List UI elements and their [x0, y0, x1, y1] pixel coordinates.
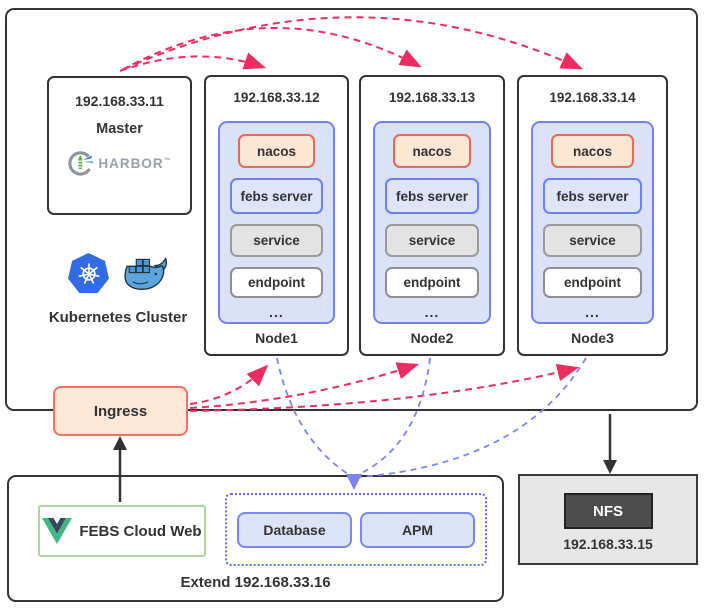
nacos-box: nacos: [551, 134, 634, 168]
febs-server-box: febs server: [543, 178, 642, 214]
harbor-icon: [68, 151, 94, 176]
febs-server-box: febs server: [230, 178, 323, 214]
kubernetes-icon: [68, 253, 109, 293]
extend-box: FEBS Cloud Web Database APM Extend 192.1…: [7, 475, 504, 602]
nacos-box: nacos: [238, 134, 315, 168]
docker-icon: [123, 257, 167, 291]
service-box: service: [543, 224, 642, 257]
apm-box: APM: [360, 511, 475, 548]
nfs-box: NFS 192.168.33.15: [518, 474, 698, 565]
service-box: service: [230, 224, 323, 257]
pod-group: nacos febs server service endpoint ...: [218, 121, 335, 324]
endpoint-box: endpoint: [230, 267, 323, 298]
harbor-wordmark: HARBOR™: [98, 156, 172, 171]
node-box-2: 192.168.33.13 nacos febs server service …: [359, 75, 505, 356]
endpoint-box: endpoint: [543, 267, 642, 298]
cluster-to-nfs-arrowhead: [603, 460, 617, 474]
node-ip: 192.168.33.13: [388, 90, 476, 105]
node-ip: 192.168.33.14: [549, 90, 636, 105]
master-box: 192.168.33.11 Master HARBOR™: [47, 76, 192, 215]
node-name-label: Node2: [410, 330, 454, 346]
nfs-ip: 192.168.33.15: [563, 536, 653, 552]
service-box: service: [385, 224, 479, 257]
master-role-label: Master: [96, 121, 143, 137]
nfs-badge: NFS: [563, 493, 653, 529]
node-name-label: Node1: [255, 330, 298, 346]
pod-group: nacos febs server service endpoint ...: [531, 121, 654, 324]
pod-group: nacos febs server service endpoint ...: [373, 121, 491, 324]
febs-cloud-web-box: FEBS Cloud Web: [38, 505, 206, 557]
more-ellipsis: ...: [585, 304, 600, 320]
vue-icon: [42, 518, 73, 544]
more-ellipsis: ...: [269, 304, 284, 320]
master-ip: 192.168.33.11: [75, 93, 164, 109]
nacos-box: nacos: [393, 134, 471, 168]
node-ip: 192.168.33.12: [233, 90, 320, 105]
ingress-box: Ingress: [53, 386, 188, 436]
web-to-ingress-arrowhead: [113, 436, 127, 450]
more-ellipsis: ...: [424, 304, 440, 320]
endpoint-box: endpoint: [385, 267, 479, 298]
database-box: Database: [237, 511, 352, 548]
extend-label: Extend 192.168.33.16: [180, 574, 331, 591]
kubernetes-cluster-label: Kubernetes Cluster: [48, 309, 188, 326]
node-box-3: 192.168.33.14 nacos febs server service …: [517, 75, 668, 356]
harbor-logo: HARBOR™: [49, 150, 190, 177]
cluster-branding: Kubernetes Cluster: [38, 252, 198, 326]
ingress-label: Ingress: [93, 402, 148, 420]
node-box-1: 192.168.33.12 nacos febs server service …: [204, 75, 349, 356]
node-name-label: Node3: [571, 330, 614, 346]
febs-cloud-web-label: FEBS Cloud Web: [79, 522, 202, 540]
middleware-dotted-group: Database APM: [225, 493, 487, 566]
febs-server-box: febs server: [385, 178, 479, 214]
